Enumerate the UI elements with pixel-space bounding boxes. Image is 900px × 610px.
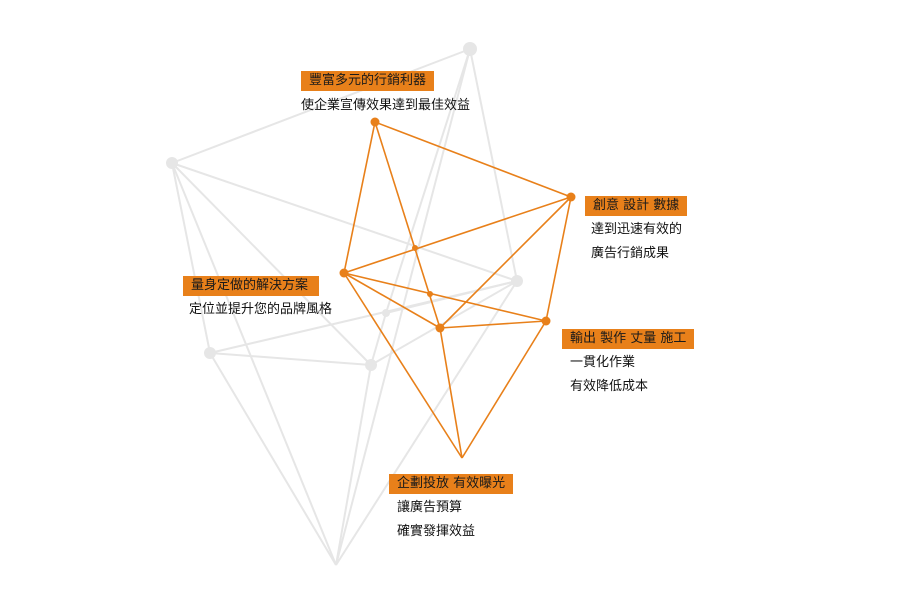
accent-edge: [439, 320, 547, 329]
background-nodes: [166, 42, 523, 371]
accent-nodes: [339, 117, 576, 333]
label-bottom-lines: 讓廣告預算 確實發揮效益: [389, 494, 513, 544]
bg-node: [463, 42, 477, 56]
label-right-lower: 輸出 製作 丈量 施工 一貫化作業 有效降低成本: [562, 327, 695, 399]
label-left-tag: 量身定做的解決方案: [183, 276, 320, 296]
bg-edge: [171, 162, 337, 566]
accent-network: [343, 121, 572, 459]
label-left: 量身定做的解決方案 定位並提升您的品牌風格: [183, 274, 332, 322]
bg-edge: [335, 364, 372, 566]
bg-edge: [385, 48, 471, 314]
label-top-line: 使企業宣傳效果達到最佳效益: [301, 98, 471, 113]
bg-edge: [370, 312, 387, 366]
bg-node: [365, 359, 377, 371]
accent-node: [339, 268, 349, 278]
label-right-upper-line: 達到迅速有效的: [591, 222, 683, 237]
bg-edge: [171, 48, 471, 164]
label-right-lower-lines: 一貫化作業 有效降低成本: [562, 349, 694, 399]
bg-node: [204, 347, 216, 359]
label-left-line: 定位並提升您的品牌風格: [189, 302, 333, 317]
bg-edge: [469, 48, 518, 282]
label-top: 豐富多元的行銷利器 使企業宣傳效果達到最佳效益: [301, 69, 470, 118]
accent-node: [370, 117, 380, 127]
accent-edge: [343, 272, 441, 329]
bg-edge: [171, 162, 211, 354]
accent-edge: [343, 272, 547, 322]
accent-edge: [343, 272, 463, 459]
bg-node: [382, 309, 390, 317]
label-bottom-line: 讓廣告預算: [397, 500, 463, 515]
accent-edge: [439, 327, 463, 459]
bg-node: [166, 157, 178, 169]
label-right-upper: 創意 設計 數據 達到迅速有效的 廣告行銷成果: [585, 194, 688, 266]
bg-edge: [385, 280, 518, 314]
accent-node: [566, 192, 576, 202]
label-bottom: 企劃投放 有效曝光 讓廣告預算 確實發揮效益: [389, 472, 514, 544]
bg-node: [511, 275, 523, 287]
accent-edge: [439, 196, 572, 329]
accent-edge: [343, 196, 572, 274]
bg-edge: [171, 162, 518, 282]
label-left-lines: 定位並提升您的品牌風格: [183, 296, 332, 322]
label-right-upper-tag: 創意 設計 數據: [585, 196, 688, 216]
label-top-tag: 豐富多元的行銷利器: [301, 71, 435, 91]
bg-edge: [209, 352, 337, 566]
accent-node: [541, 316, 551, 326]
label-right-lower-tag: 輸出 製作 丈量 施工: [562, 329, 695, 349]
label-right-lower-line: 有效降低成本: [570, 379, 649, 394]
accent-edge: [343, 121, 376, 274]
label-right-upper-line: 廣告行銷成果: [591, 246, 670, 261]
accent-edge: [461, 320, 547, 459]
bg-edge: [335, 280, 518, 566]
accent-edge: [374, 121, 572, 198]
accent-node: [427, 291, 433, 297]
bg-edge: [209, 352, 372, 366]
background-network: [171, 48, 518, 566]
label-bottom-tag: 企劃投放 有效曝光: [389, 474, 514, 494]
accent-node: [412, 245, 418, 251]
label-right-lower-line: 一貫化作業: [570, 355, 636, 370]
label-right-upper-lines: 達到迅速有效的 廣告行銷成果: [585, 216, 687, 266]
accent-edge: [545, 196, 572, 322]
bg-edge: [171, 162, 372, 366]
accent-node: [435, 323, 445, 333]
label-top-lines: 使企業宣傳效果達到最佳效益: [301, 94, 470, 118]
label-bottom-line: 確實發揮效益: [397, 524, 476, 539]
